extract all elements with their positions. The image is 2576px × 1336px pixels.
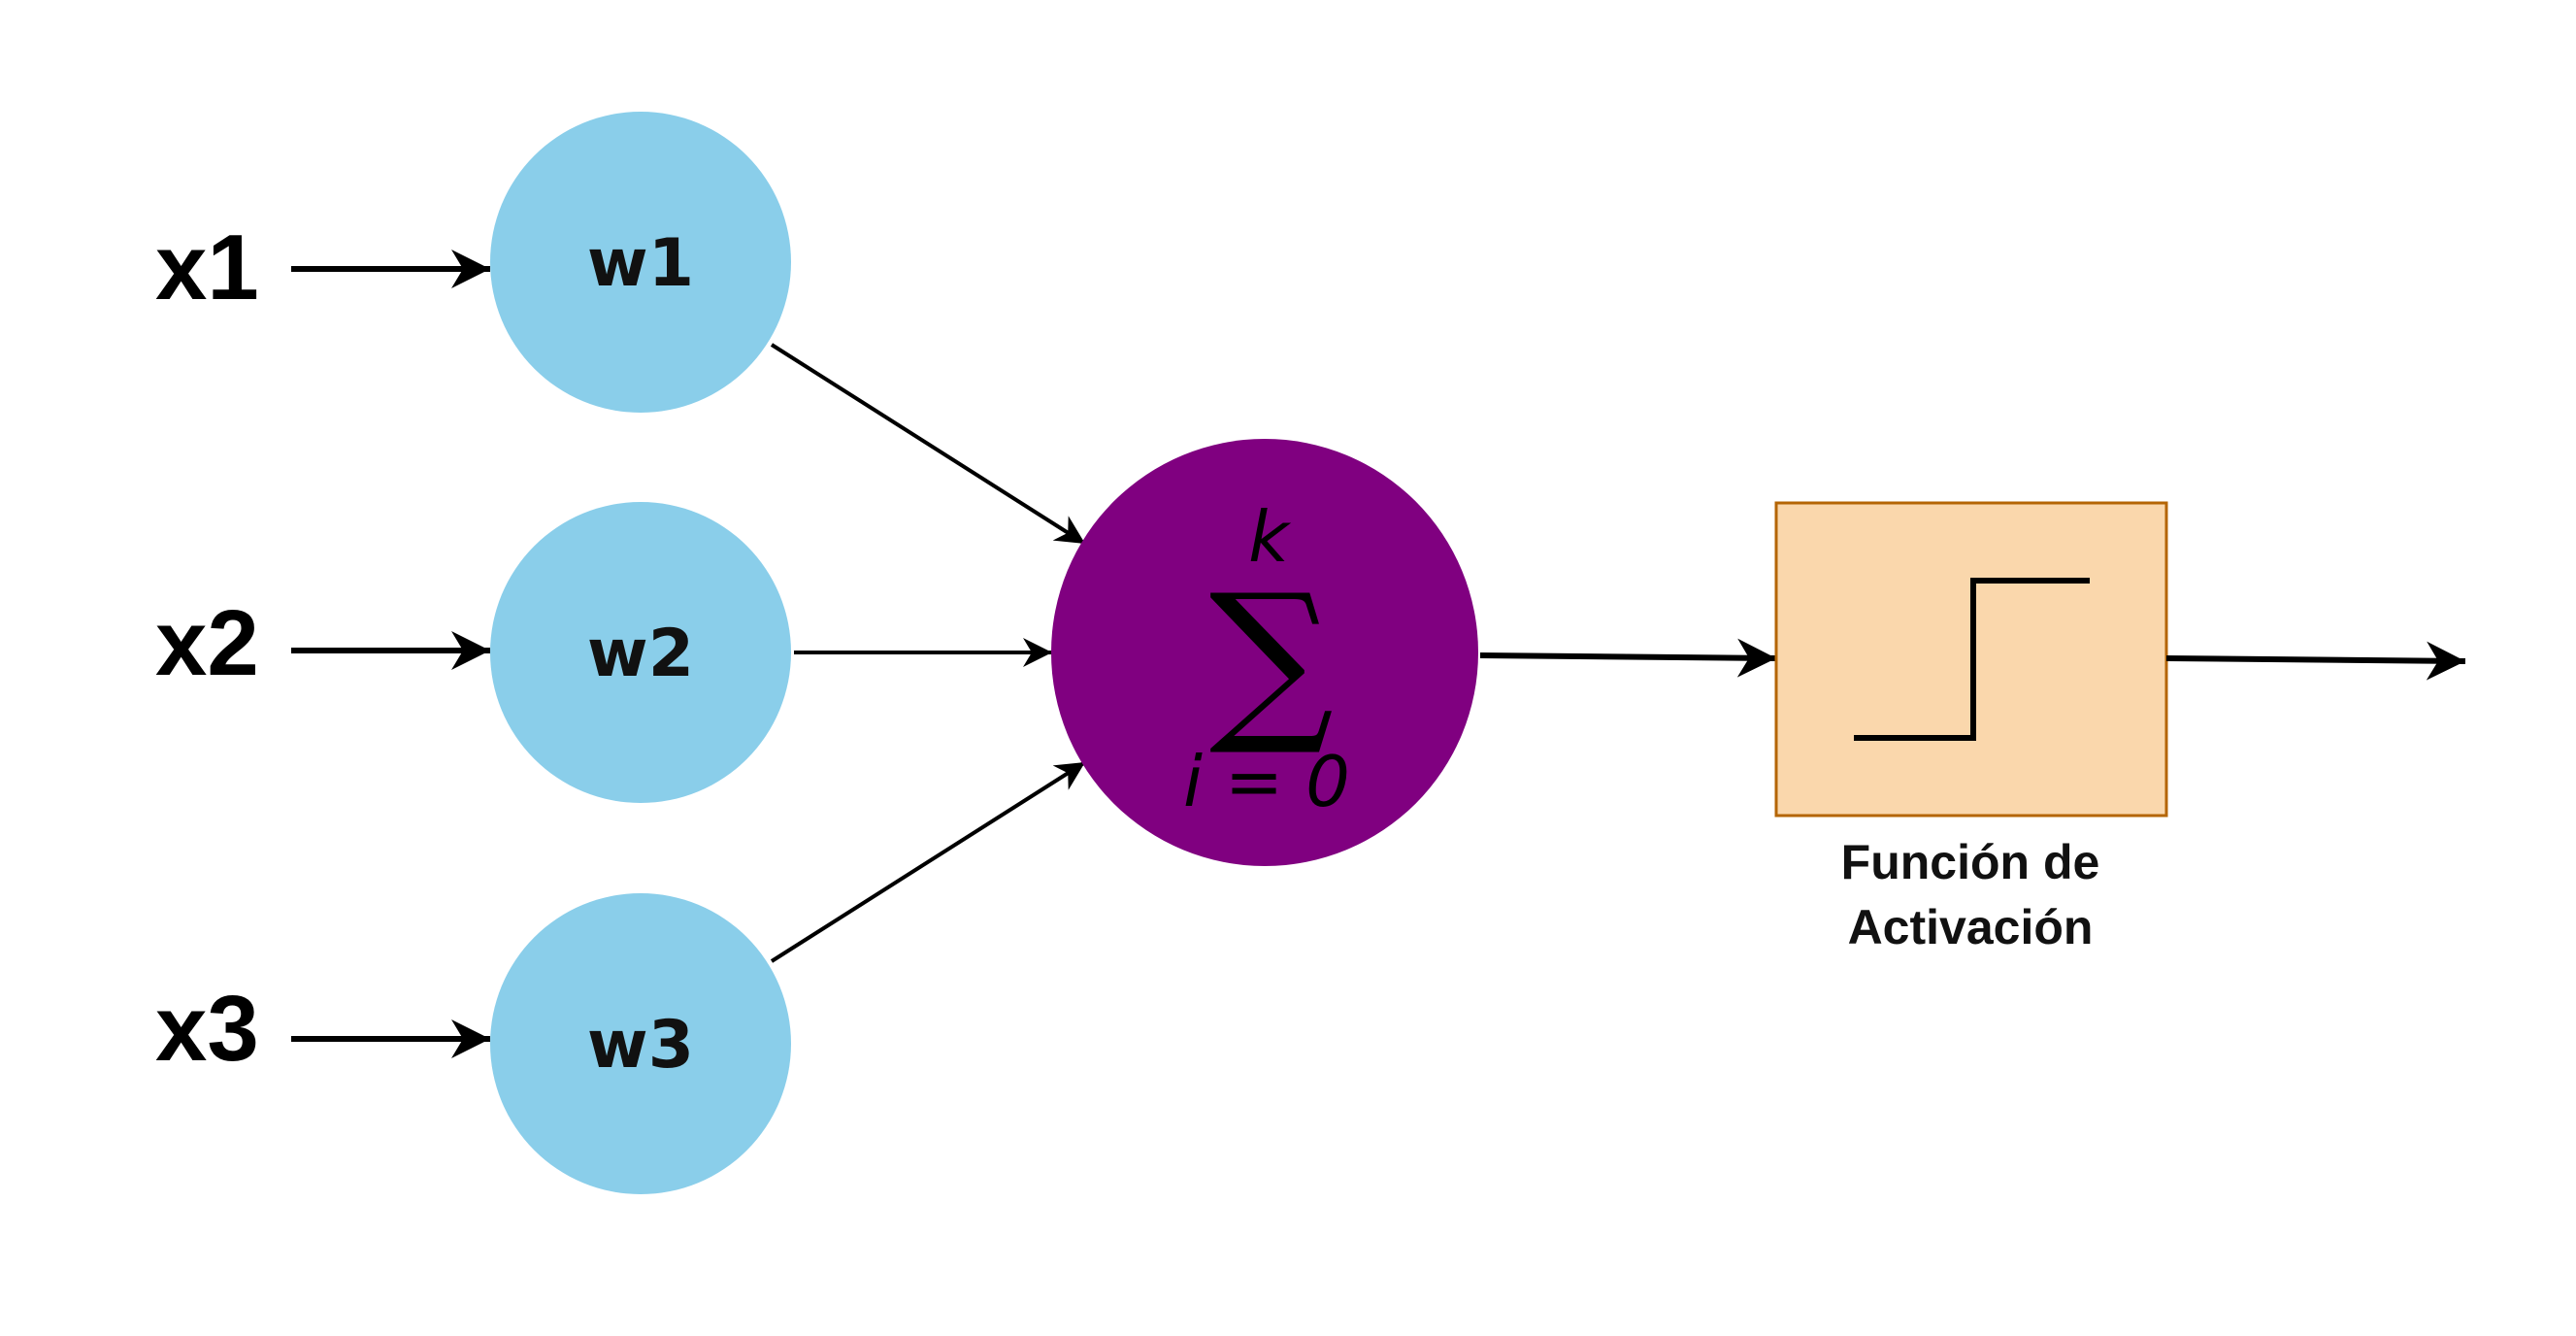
output-arrow	[2165, 641, 2466, 681]
weight-label-w2: w2	[587, 616, 694, 692]
input-label-x1: x1	[155, 216, 259, 319]
connection-w1-sum	[770, 343, 1087, 546]
weight-label-w1: w1	[587, 225, 694, 302]
summation-node	[1051, 439, 1478, 866]
weight-node-w3	[490, 893, 791, 1194]
input-label-x2: x2	[155, 591, 259, 695]
input-label-x3: x3	[155, 977, 259, 1081]
sigma-icon: ∑	[1209, 557, 1335, 760]
step-function-icon	[1854, 578, 2090, 741]
activation-caption-line2: Activación	[1848, 900, 2094, 954]
weight-node-w1	[490, 112, 791, 413]
activation-caption-line1: Función de	[1841, 835, 2100, 889]
weight-node-w2	[490, 502, 791, 803]
weight-label-w3: w3	[587, 1007, 694, 1084]
summation-lower-limit: i = 0	[1183, 741, 1350, 822]
summation-upper-limit: k	[1248, 496, 1292, 578]
sum-to-activation-arrow	[1479, 638, 1777, 678]
connection-w3-sum	[770, 760, 1087, 963]
